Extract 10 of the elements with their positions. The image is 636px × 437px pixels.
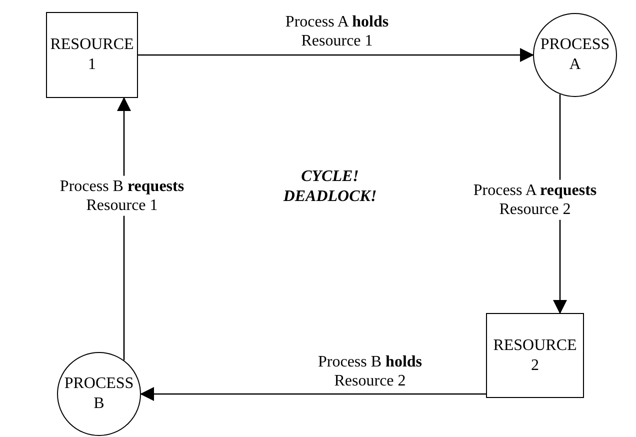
note-text: DEADLOCK! (283, 188, 377, 206)
resource-box (46, 12, 138, 98)
note-text: CYCLE! (301, 168, 359, 186)
arrow (140, 387, 486, 401)
node-label: PROCESS A (539, 35, 611, 75)
node-label: RESOURCE 2 (492, 336, 578, 376)
node-label: PROCESS B (63, 374, 135, 414)
node-label: RESOURCE 1 (50, 35, 134, 75)
arrow (138, 48, 534, 62)
resource-box (486, 313, 584, 398)
